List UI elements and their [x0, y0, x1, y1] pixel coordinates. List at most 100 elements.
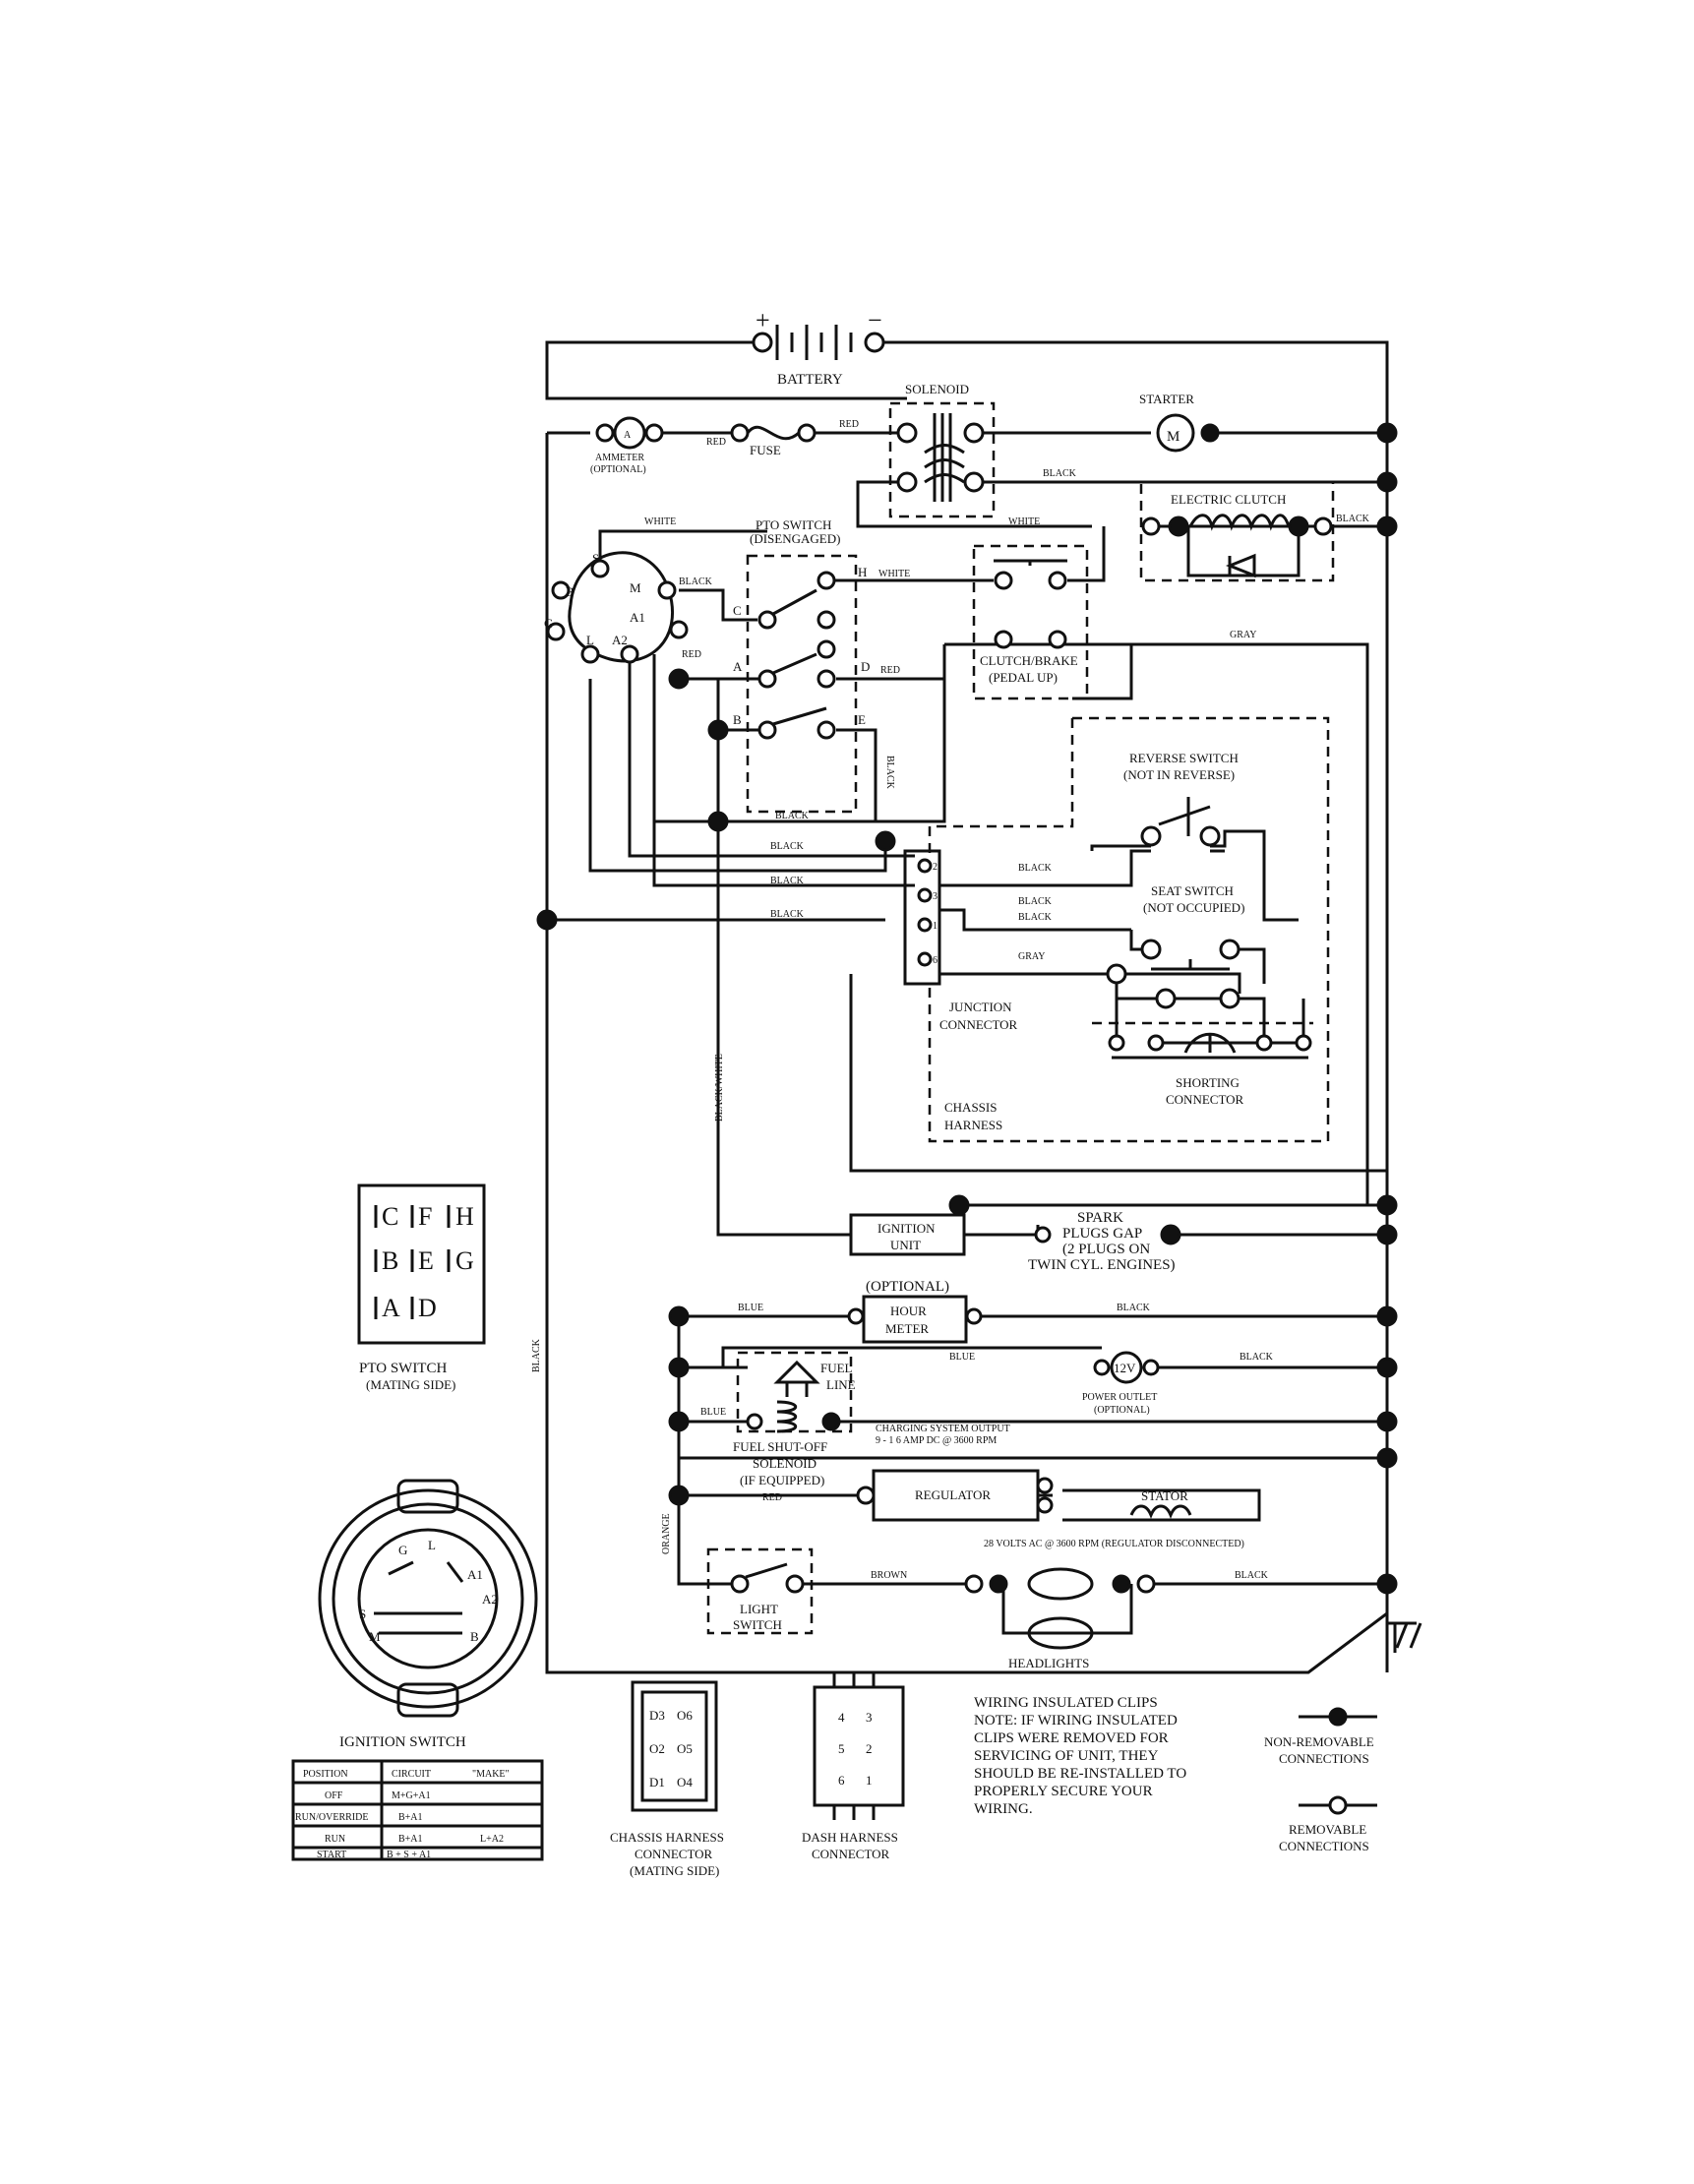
chassis-pin-o4: O4: [677, 1775, 693, 1790]
pto-terminal-e: E: [858, 712, 866, 727]
legend-removable-1: REMOVABLE: [1289, 1822, 1366, 1837]
pedal-up-label: (PEDAL UP): [989, 670, 1058, 685]
table-row-off-circuit: M+G+A1: [392, 1790, 431, 1801]
black-wire-label-4: BLACK: [770, 909, 805, 920]
black-wire-label-3: BLACK: [770, 876, 805, 886]
ignition-face-b: B: [470, 1629, 479, 1644]
pto-white-label: WHITE: [878, 569, 910, 579]
battery-label: BATTERY: [777, 372, 843, 388]
outlet-black-label: BLACK: [1240, 1352, 1274, 1363]
hour-meter-optional-label: (OPTIONAL): [866, 1279, 949, 1295]
electric-clutch-label: ELECTRIC CLUTCH: [1171, 492, 1286, 507]
pto-mating-b: B: [382, 1246, 398, 1275]
dash-conn-label-2: CONNECTOR: [812, 1847, 890, 1861]
solenoid-label: SOLENOID: [905, 382, 969, 396]
dash-conn-label-1: DASH HARNESS: [802, 1830, 898, 1845]
fuel-shutoff-label-3: (IF EQUIPPED): [740, 1473, 824, 1487]
pto-terminal-b: B: [733, 712, 742, 727]
ignition-switch-circuit: S M B A1 G L A2 WHITE BLACK RED: [544, 516, 713, 664]
ignition-switch-label: IGNITION SWITCH: [339, 1734, 466, 1750]
black-wire-label-1: BLACK: [775, 811, 810, 821]
solenoid: SOLENOID: [888, 382, 996, 518]
pto-mating-a: A: [382, 1294, 400, 1322]
ignition-unit-label-1: IGNITION: [877, 1221, 936, 1236]
shorting-label: SHORTING: [1176, 1075, 1240, 1090]
charging-output-label-2: 9 - 1 6 AMP DC @ 3600 RPM: [876, 1435, 997, 1446]
pto-switch-state: (DISENGAGED): [750, 531, 840, 546]
chassis-pin-d3: D3: [649, 1708, 665, 1723]
spark-plugs: SPARK PLUGS GAP (2 PLUGS ON TWIN CYL. EN…: [1028, 1210, 1181, 1273]
fuel-shutoff-label-2: SOLENOID: [753, 1456, 817, 1471]
clutch-black-label: BLACK: [1336, 514, 1370, 524]
fuse: FUSE RED RED: [706, 419, 859, 457]
pto-terminal-c: C: [733, 603, 742, 618]
pto-black-e-label: BLACK: [884, 756, 895, 790]
power-outlet-12v: 12V: [1114, 1361, 1136, 1375]
headlights: HEADLIGHTS BLACK: [964, 1567, 1269, 1670]
spark-label-4: TWIN CYL. ENGINES): [1028, 1257, 1176, 1273]
chassis-label: CHASSIS: [944, 1100, 997, 1115]
seat-switch: SEAT SWITCH (NOT OCCUPIED): [1106, 883, 1244, 1009]
regulator: REGULATOR RED: [762, 1469, 1054, 1522]
note-line-1: WIRING INSULATED CLIPS: [974, 1695, 1158, 1711]
black-white-label: BLACK/WHITE: [714, 1054, 725, 1122]
battery: + − BATTERY: [752, 306, 885, 388]
ammeter: A AMMETER (OPTIONAL): [590, 416, 664, 475]
dash-pin-3: 3: [866, 1710, 873, 1725]
outlet-blue-label: BLUE: [949, 1352, 975, 1363]
pto-mating-e: E: [418, 1246, 434, 1275]
pto-terminal-a: A: [733, 659, 743, 674]
legend-nonremovable-1: NON-REMOVABLE: [1264, 1734, 1374, 1749]
fuel-label: FUEL: [820, 1361, 853, 1375]
charging-output-label-1: CHARGING SYSTEM OUTPUT: [876, 1424, 1010, 1434]
dash-pin-6: 6: [838, 1773, 845, 1788]
battery-plus-label: +: [756, 306, 770, 334]
pto-mating-connector: C F H B E G A D PTO SWITCH (MATING SIDE): [357, 1183, 486, 1392]
fuel-line: FUEL LINE: [736, 1351, 856, 1433]
ignition-white-label: WHITE: [644, 516, 676, 527]
chassis-conn-label-2: CONNECTOR: [635, 1847, 713, 1861]
note-line-3: CLIPS WERE REMOVED FOR: [974, 1730, 1169, 1746]
light-brown-label: BROWN: [871, 1570, 907, 1581]
clutch-brake-label: CLUTCH/BRAKE: [980, 653, 1078, 668]
light-switch: LIGHT SWITCH BROWN: [706, 1547, 907, 1635]
starter: M STARTER: [1139, 392, 1220, 453]
clutch-brake-white-label: WHITE: [1008, 516, 1040, 527]
chassis-pin-o5: O5: [677, 1741, 693, 1756]
pto-mating-label-2: (MATING SIDE): [366, 1377, 455, 1392]
junction-connector-label: CONNECTOR: [939, 1017, 1018, 1032]
fuse-red-left-label: RED: [706, 437, 726, 448]
orange-label: ORANGE: [661, 1513, 672, 1554]
harness-label: HARNESS: [944, 1118, 1002, 1132]
legend: NON-REMOVABLE CONNECTIONS REMOVABLE CONN…: [1264, 1707, 1377, 1853]
ignition-switch-face: G L A1 A2 S M B IGNITION SWITCH: [318, 1479, 538, 1750]
ignition-terminal-m: M: [630, 580, 641, 595]
table-row-off-position: OFF: [325, 1790, 343, 1801]
regulator-red-label: RED: [762, 1492, 782, 1503]
fuel-shutoff-label-1: FUEL SHUT-OFF: [733, 1439, 827, 1454]
junction-label: JUNCTION: [949, 1000, 1012, 1014]
not-occupied-label: (NOT OCCUPIED): [1143, 900, 1244, 915]
reverse-switch-label: REVERSE SWITCH: [1129, 751, 1239, 765]
electric-clutch: ELECTRIC CLUTCH BLACK: [1139, 480, 1370, 582]
ignition-red-label: RED: [682, 649, 701, 660]
starter-label: STARTER: [1139, 392, 1194, 406]
junction-pin-6: 6: [933, 955, 938, 966]
junction-pin-1: 1: [933, 921, 938, 932]
headlights-black-label: BLACK: [1235, 1570, 1269, 1581]
hour-meter-label-2: METER: [885, 1321, 929, 1336]
table-row-start-circuit: B + S + A1: [387, 1850, 431, 1860]
not-in-reverse-label: (NOT IN REVERSE): [1123, 767, 1235, 782]
chassis-conn-label-1: CHASSIS HARNESS: [610, 1830, 724, 1845]
spark-label-2: PLUGS GAP: [1062, 1226, 1142, 1242]
starter-m-label: M: [1167, 429, 1180, 445]
junction-gray-label: GRAY: [1018, 951, 1045, 962]
hour-black-label: BLACK: [1117, 1303, 1151, 1313]
chassis-harness-connector: D3 O6 O2 O5 D1 O4 CHASSIS HARNESS CONNEC…: [610, 1680, 724, 1878]
chassis-pin-o2: O2: [649, 1741, 665, 1756]
dash-pin-4: 4: [838, 1710, 845, 1725]
power-outlet-optional: (OPTIONAL): [1094, 1405, 1150, 1416]
pto-switch-title: PTO SWITCH: [756, 517, 831, 532]
ammeter-optional-label: (OPTIONAL): [590, 464, 646, 475]
